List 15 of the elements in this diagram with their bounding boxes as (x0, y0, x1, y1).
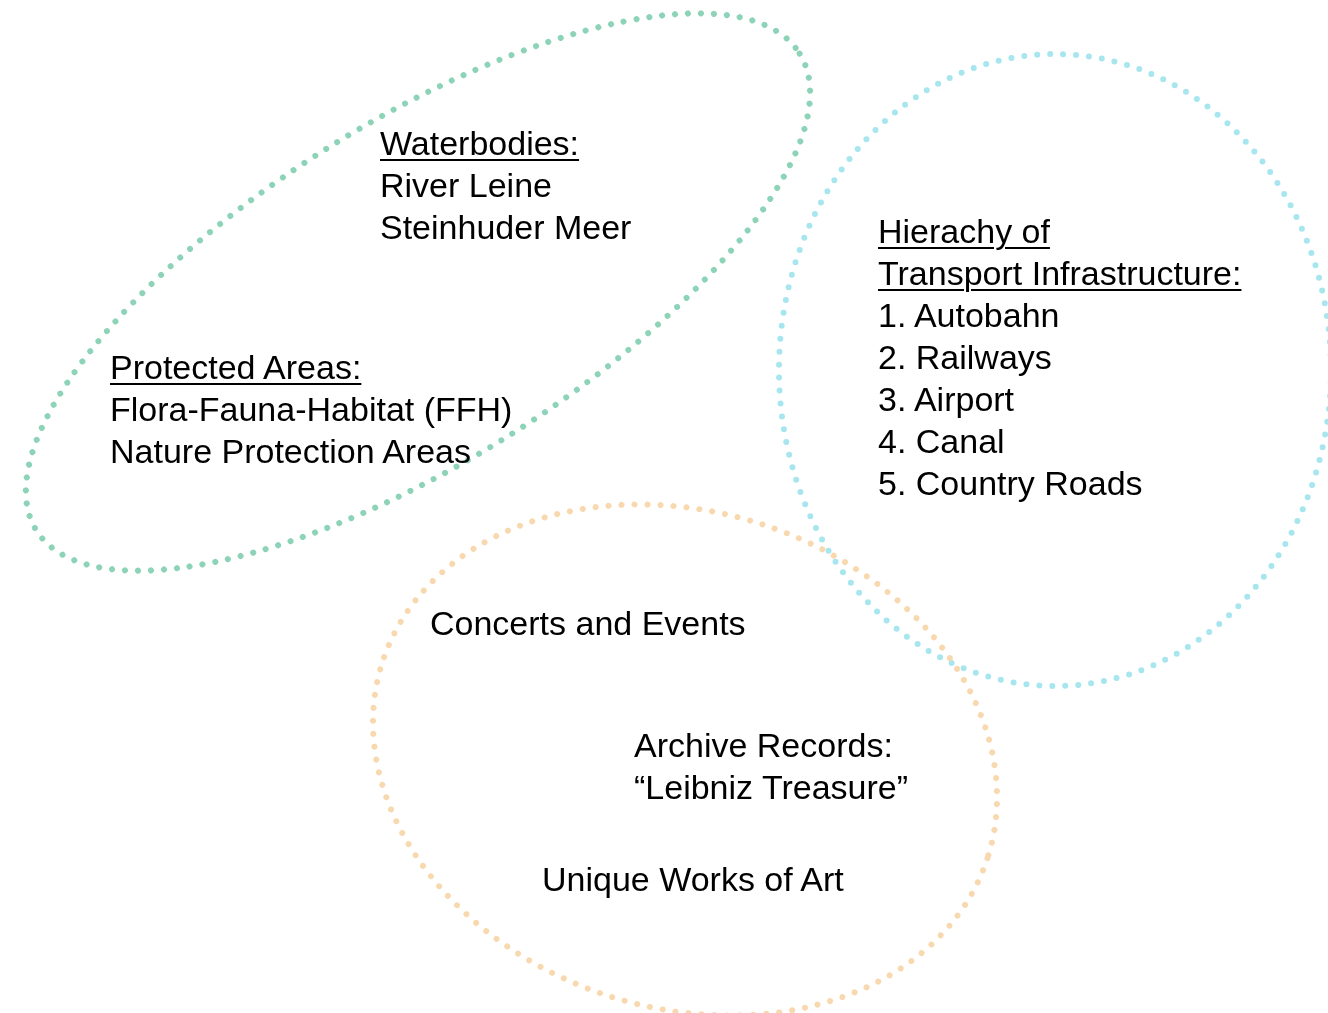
list-item: Nature Protection Areas (110, 431, 471, 472)
list-item: River Leine (380, 165, 552, 206)
list-item: 5. Country Roads (878, 463, 1143, 504)
heading-text: Protected Areas: (110, 347, 362, 388)
list-item: 3. Airport (878, 379, 1015, 420)
heading-text: Waterbodies: (380, 123, 580, 164)
text-label: Concerts and Events (430, 603, 746, 644)
list-item: Steinhuder Meer (380, 207, 632, 248)
list-item: 1. Autobahn (878, 295, 1060, 336)
list-item: 4. Canal (878, 421, 1005, 462)
list-item: 2. Railways (878, 337, 1052, 378)
heading-text: Hierachy of Transport Infrastructure: (878, 211, 1242, 294)
list-item: Flora-Fauna-Habitat (FFH) (110, 389, 513, 430)
text-label: Unique Works of Art (542, 859, 844, 900)
text-label: Archive Records: “Leibniz Treasure” (634, 725, 908, 808)
